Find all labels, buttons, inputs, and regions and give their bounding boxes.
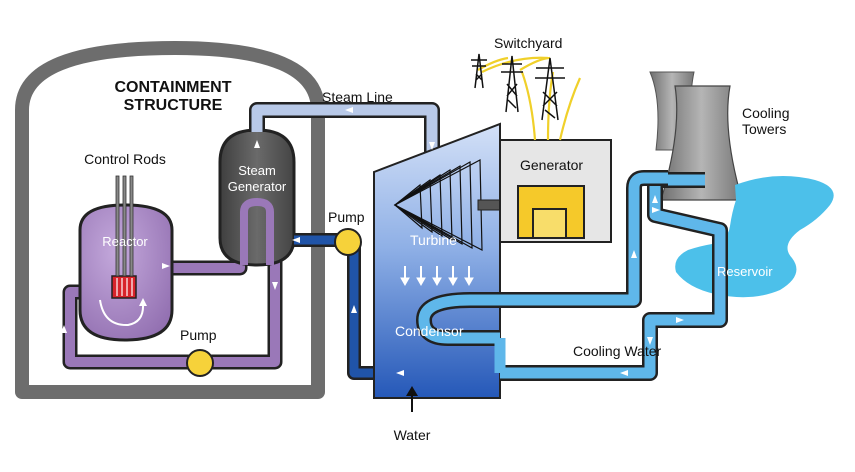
cooling-towers-label-line1: Cooling: [742, 105, 789, 121]
control-rods-label: Control Rods: [84, 151, 166, 167]
steam-line: [249, 102, 440, 162]
steam-line-label: Steam Line: [322, 89, 393, 105]
switchyard-label: Switchyard: [494, 35, 562, 51]
containment-structure: [15, 41, 325, 399]
reservoir-label: Reservoir: [717, 264, 773, 279]
cooling-towers: [649, 71, 743, 201]
turbine-label: Turbine: [410, 232, 457, 248]
steam-generator: [218, 128, 296, 267]
steam-generator-label-line1: Steam: [238, 163, 276, 178]
condensor-flow-arrows: [400, 266, 474, 287]
generator: [499, 139, 612, 243]
cooling-towers-label-line2: Towers: [742, 121, 786, 137]
secondary-pump: [334, 228, 362, 256]
containment-label-line2: STRUCTURE: [124, 97, 223, 114]
pump-secondary-label: Pump: [328, 209, 365, 225]
generator-label: Generator: [520, 157, 583, 173]
primary-pump: [186, 349, 214, 377]
cooling-water-label: Cooling Water: [573, 343, 662, 359]
control-rods: [115, 175, 134, 277]
water-inlet-arrow: [406, 386, 418, 412]
reactor-label: Reactor: [102, 234, 148, 249]
pump-primary-label: Pump: [180, 327, 217, 343]
flow-arrows: [61, 107, 684, 376]
cooling-water-loop: [416, 170, 728, 381]
steam-generator-label-line2: Generator: [228, 179, 287, 194]
condensor-label: Condensor: [395, 323, 464, 339]
water-label: Water: [394, 427, 431, 443]
turbine-condensor-housing: [373, 122, 501, 399]
switchyard-towers: [471, 53, 565, 121]
containment-label-line1: CONTAINMENT: [114, 79, 231, 96]
